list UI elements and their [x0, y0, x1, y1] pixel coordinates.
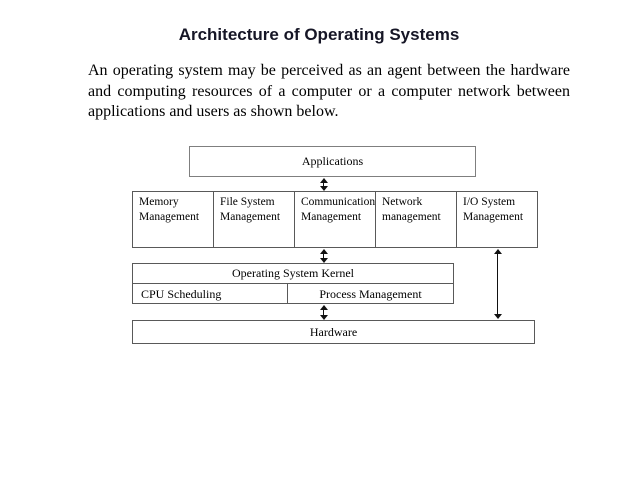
body-paragraph: An operating system may be perceived as … [88, 61, 570, 123]
hardware-label: Hardware [309, 324, 358, 339]
hardware-box: Hardware [132, 320, 535, 344]
arrow-shaft [322, 309, 325, 316]
manager-cell-network: Network management [376, 192, 457, 247]
manager-cell-file-system: File System Management [214, 192, 295, 247]
page-title: Architecture of Operating Systems [178, 25, 460, 44]
arrowhead-up-icon [319, 178, 328, 183]
kernel-cell-process-management: Process Management [319, 286, 422, 301]
paragraph-line: applications and users as shown below. [88, 103, 339, 120]
kernel-cell-cpu-scheduling: CPU Scheduling [133, 284, 288, 304]
arrow-applications-managers-icon [319, 178, 328, 191]
arrowhead-down-icon [319, 258, 328, 263]
arrowhead-up-icon [319, 249, 328, 254]
arrow-shaft [322, 182, 325, 187]
paragraph-line: and computing resources of a computer or… [88, 82, 570, 100]
arrowhead-down-icon [319, 186, 328, 191]
arrow-shaft [322, 253, 325, 259]
manager-cell-memory: Memory Management [133, 192, 214, 247]
arrowhead-down-icon [493, 314, 502, 319]
kernel-title: Operating System Kernel [133, 264, 453, 284]
arrow-shaft [496, 253, 499, 315]
arrow-io-hardware-icon [493, 249, 502, 319]
arrowhead-down-icon [319, 315, 328, 320]
arrowhead-up-icon [493, 249, 502, 254]
arrow-managers-kernel-icon [319, 249, 328, 263]
kernel-box: Operating System Kernel CPU Scheduling P… [132, 263, 454, 304]
managers-row: Memory Management File System Management… [132, 191, 538, 248]
applications-label: Applications [301, 154, 364, 168]
arrow-kernel-hardware-icon [319, 305, 328, 320]
kernel-subrow: CPU Scheduling Process Management [133, 284, 453, 304]
manager-cell-io-system: I/O System Management [463, 196, 524, 223]
applications-box: Applications [189, 146, 476, 177]
paragraph-line: An operating system may be perceived as … [88, 62, 570, 79]
arrowhead-up-icon [319, 305, 328, 310]
manager-cell-communication: Communication Management [295, 192, 376, 247]
